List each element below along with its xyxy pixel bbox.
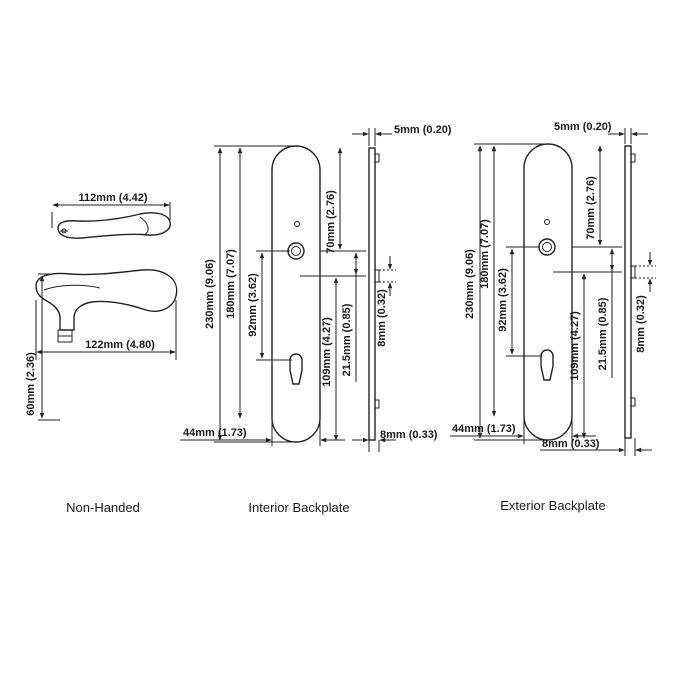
lever-caption: Non-Handed xyxy=(66,500,140,515)
exterior-total-height-label: 230mm (9.06) xyxy=(464,249,476,319)
exterior-spindle-rose-outer xyxy=(538,238,556,256)
interior-width-label: 44mm (1.73) xyxy=(183,427,247,439)
interior-spindle-rose-inner xyxy=(291,246,301,256)
interior-8-vert-label: 8mm (0.32) xyxy=(376,289,388,347)
exterior-plate-outline xyxy=(523,143,573,441)
interior-thickness-label: 5mm (0.20) xyxy=(394,124,452,136)
interior-backplate-figure: 230mm (9.06) 180mm (7.07) 92mm (3.62) 70… xyxy=(180,124,452,515)
exterior-screw-hole xyxy=(544,219,550,225)
exterior-8-vert-label: 8mm (0.32) xyxy=(635,295,647,353)
exterior-109-label: 109mm (4.27) xyxy=(569,311,581,381)
interior-70-label: 70mm (2.76) xyxy=(325,190,337,254)
exterior-spindle-rose-inner xyxy=(542,242,552,252)
interior-caption: Interior Backplate xyxy=(248,500,349,515)
exterior-21-5-label: 21.5mm (0.85) xyxy=(597,297,609,370)
interior-profile-stud-top xyxy=(374,153,380,163)
exterior-thickness-label: 5mm (0.20) xyxy=(554,121,612,133)
exterior-profile-stud-bottom xyxy=(630,397,636,407)
exterior-cylinder-cutout xyxy=(540,349,554,381)
interior-cylinder-cutout xyxy=(289,353,303,385)
exterior-caption: Exterior Backplate xyxy=(500,498,606,513)
interior-8-horiz-label: 8mm (0.33) xyxy=(380,429,438,441)
interior-total-height-label: 230mm (9.06) xyxy=(204,259,216,329)
exterior-180-label: 180mm (7.07) xyxy=(479,219,491,289)
exterior-70-label: 70mm (2.76) xyxy=(585,176,597,240)
lever-figure: 112mm (4.42) 122mm (4.80) 60mm (2.36) No… xyxy=(25,192,178,515)
interior-spindle-rose-outer xyxy=(287,242,305,260)
interior-screw-hole xyxy=(294,221,300,227)
exterior-profile-stud-top xyxy=(630,153,636,163)
lever-side-view xyxy=(35,269,178,331)
exterior-8-horiz-label: 8mm (0.33) xyxy=(542,438,600,450)
interior-180-label: 180mm (7.07) xyxy=(225,249,237,319)
lever-top-view xyxy=(57,212,171,239)
lever-height-label: 60mm (2.36) xyxy=(25,352,37,416)
interior-21-5-label: 21.5mm (0.85) xyxy=(341,303,353,376)
exterior-width-label: 44mm (1.73) xyxy=(452,423,516,435)
interior-plate-profile xyxy=(368,147,376,441)
interior-profile-stud-bottom xyxy=(374,399,380,409)
lever-top-detail xyxy=(139,216,149,236)
lever-side-detail xyxy=(43,284,101,291)
interior-plate-outline xyxy=(271,145,321,443)
exterior-92-label: 92mm (3.62) xyxy=(497,268,509,332)
lever-side-width-label: 122mm (4.80) xyxy=(85,339,155,351)
exterior-plate-profile xyxy=(624,145,632,439)
lever-top-width-label: 112mm (4.42) xyxy=(78,192,147,204)
exterior-backplate-figure: 230mm (9.06) 180mm (7.07) 92mm (3.62) 70… xyxy=(450,121,656,513)
interior-92-label: 92mm (3.62) xyxy=(247,273,259,337)
interior-109-label: 109mm (4.27) xyxy=(321,317,333,387)
